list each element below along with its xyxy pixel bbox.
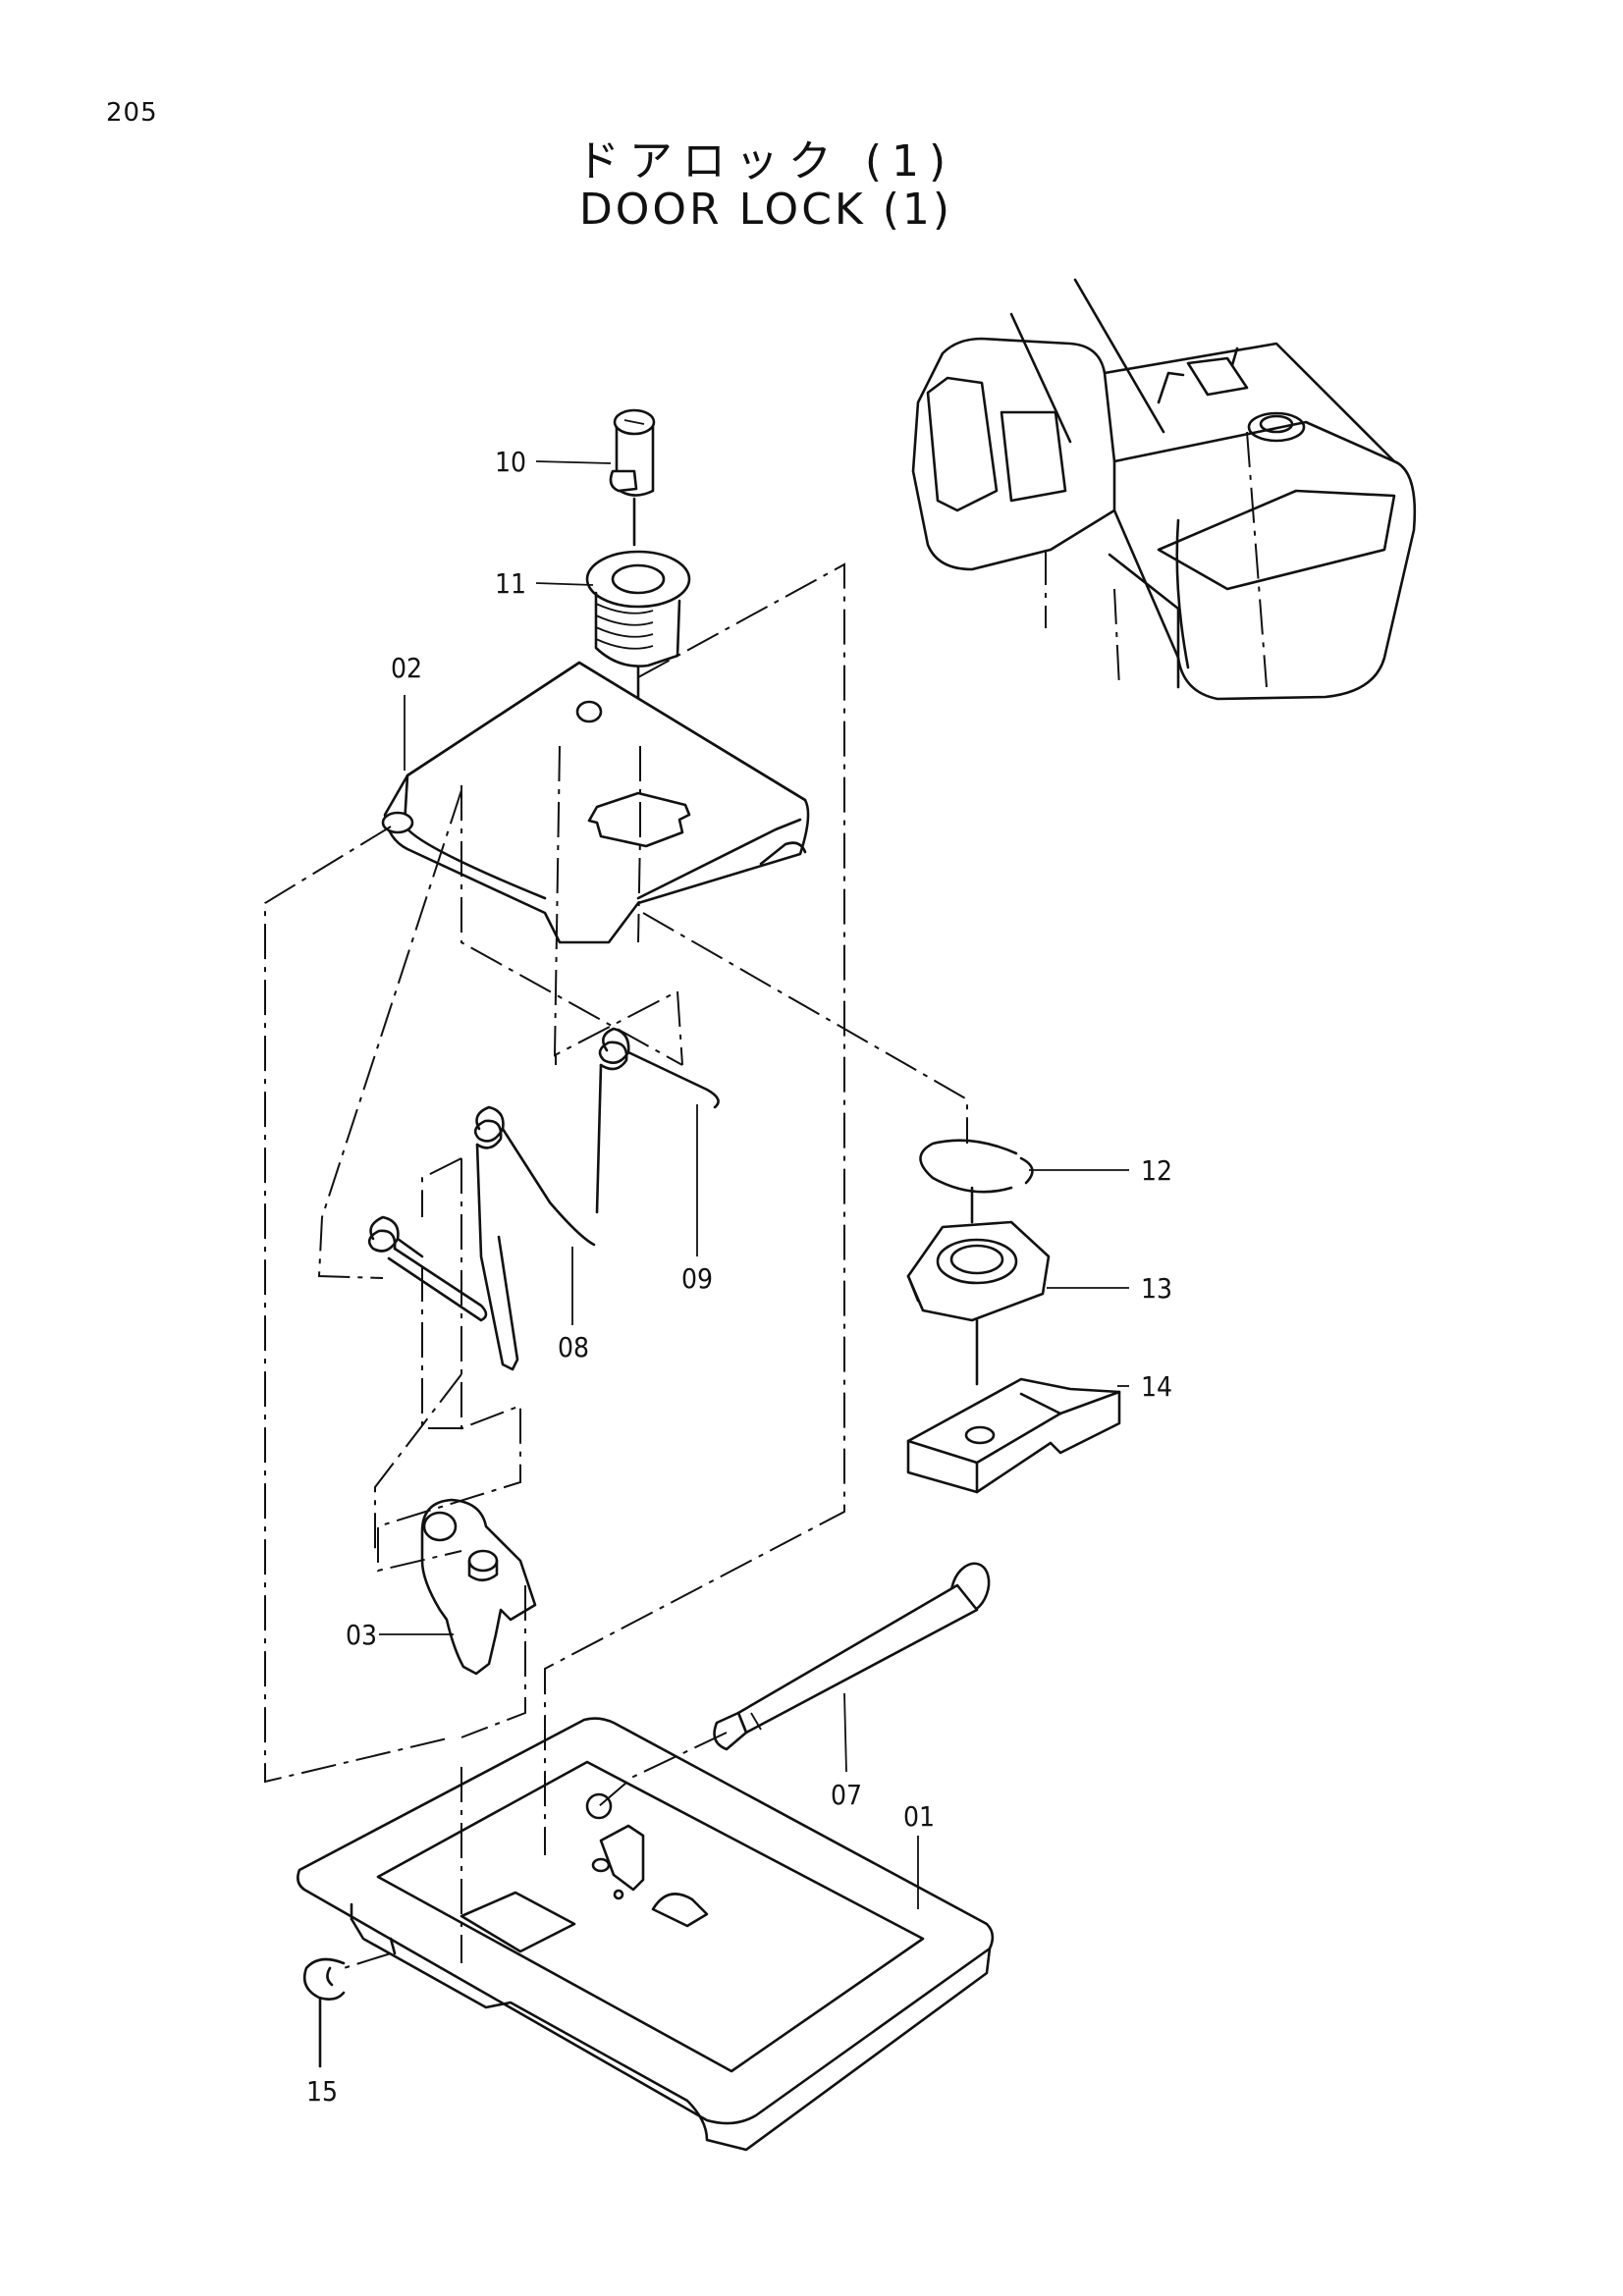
label-07: 07	[831, 1779, 862, 1811]
label-09: 09	[681, 1262, 713, 1295]
label-01: 01	[903, 1800, 935, 1833]
part-07-pin	[713, 1562, 991, 1751]
title-japanese: ドアロック (1)	[575, 136, 956, 187]
page-number: 205	[106, 98, 158, 128]
title-english: DOOR LOCK (1)	[578, 185, 953, 235]
label-03: 03	[346, 1619, 377, 1651]
label-10: 10	[495, 446, 526, 478]
part-03-latch	[420, 1498, 537, 1676]
label-13: 13	[1141, 1272, 1172, 1305]
part-15-e-ring	[302, 1957, 346, 2068]
part-12-snap-ring	[919, 1139, 1034, 1224]
part-10-key-cylinder	[609, 408, 656, 547]
part-11-bushing	[585, 550, 691, 748]
leader-lines	[379, 460, 1129, 1909]
part-spring-left	[367, 1215, 488, 1322]
assembly-phantom-lines	[264, 562, 968, 1969]
part-08-spring	[473, 1105, 596, 1371]
label-15: 15	[306, 2075, 338, 2108]
part-02-bracket	[381, 661, 810, 944]
label-08: 08	[558, 1331, 589, 1363]
part-14-plate	[906, 1377, 1121, 1494]
part-09-spring	[595, 1027, 720, 1214]
part-13-nut	[906, 1220, 1051, 1386]
excavator-overview-illustration	[911, 278, 1417, 701]
part-01-base-plate	[297, 1717, 995, 2152]
label-12: 12	[1141, 1154, 1172, 1187]
label-14: 14	[1141, 1370, 1172, 1403]
label-11: 11	[495, 567, 526, 600]
label-02: 02	[391, 652, 422, 684]
part-labels: 10 11 02 12 13 14 09 08 03 07 01 15	[306, 446, 1172, 2108]
